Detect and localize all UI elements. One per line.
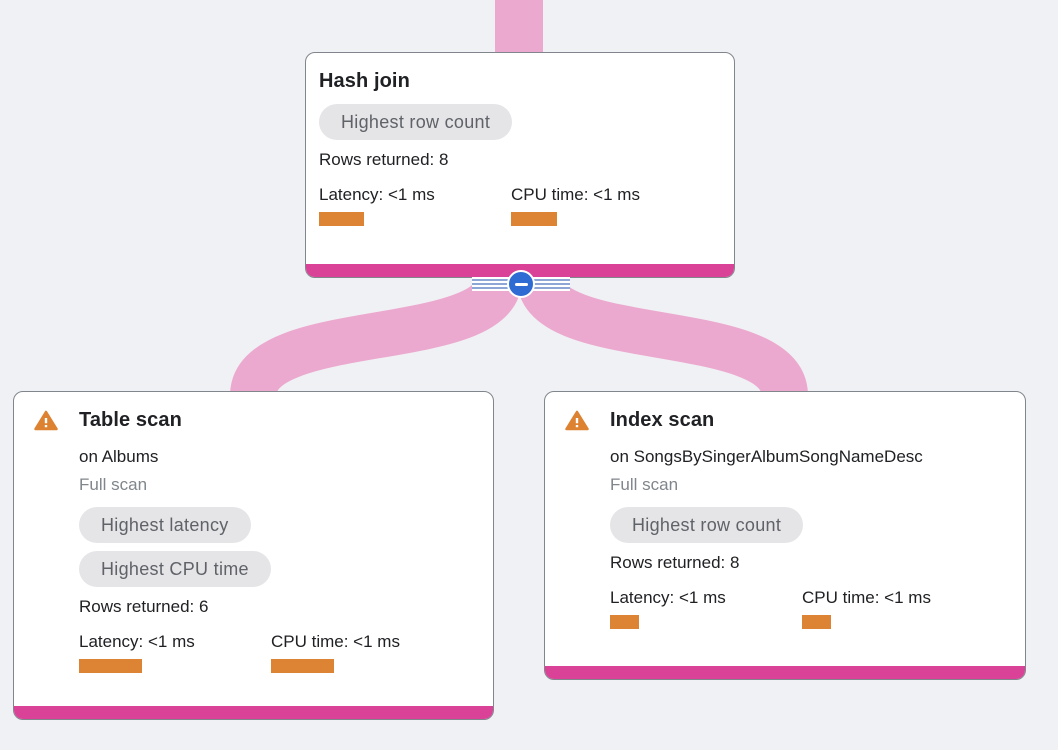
cpu-time-label: CPU time: <1 ms <box>511 185 640 204</box>
cpu-time-metric: CPU time: <1 ms <box>271 632 463 673</box>
latency-label: Latency: <1 ms <box>319 185 435 204</box>
latency-label: Latency: <1 ms <box>610 588 726 607</box>
cpu-time-bar <box>511 212 557 226</box>
latency-metric: Latency: <1 ms <box>79 632 271 673</box>
cpu-time-bar <box>802 615 831 629</box>
edge-hash-join-to-index-scan <box>517 274 808 400</box>
status-badge: Highest row count <box>319 104 513 140</box>
warning-icon <box>34 410 58 431</box>
scan-target-label: on Albums <box>79 447 159 466</box>
node-index-scan[interactable]: Index scan on SongsBySingerAlbumSongName… <box>544 391 1026 680</box>
node-title: Table scan <box>79 409 182 431</box>
node-table-scan[interactable]: Table scan on Albums Full scan Highest l… <box>13 391 494 720</box>
scan-type-label: Full scan <box>610 475 679 494</box>
rows-returned-label: Rows returned: 8 <box>610 553 740 572</box>
minus-icon <box>514 282 528 286</box>
cpu-time-metric: CPU time: <1 ms <box>802 588 994 629</box>
cpu-time-label: CPU time: <1 ms <box>802 588 931 607</box>
latency-label: Latency: <1 ms <box>79 632 195 651</box>
latency-bar <box>319 212 364 226</box>
latency-metric: Latency: <1 ms <box>319 185 511 226</box>
cpu-time-label: CPU time: <1 ms <box>271 632 400 651</box>
status-badge: Highest latency <box>79 507 251 543</box>
node-accent-bar <box>545 666 1025 679</box>
node-title: Index scan <box>610 409 715 431</box>
status-badge: Highest row count <box>610 507 804 543</box>
scan-target-label: on SongsBySingerAlbumSongNameDesc <box>610 447 923 466</box>
warning-icon <box>565 410 589 431</box>
cpu-time-metric: CPU time: <1 ms <box>511 185 703 226</box>
rows-returned-label: Rows returned: 8 <box>319 150 449 169</box>
node-hash-join[interactable]: Hash join Highest row count Rows returne… <box>305 52 735 278</box>
latency-bar <box>79 659 142 673</box>
latency-bar <box>610 615 639 629</box>
node-title: Hash join <box>319 70 410 92</box>
rows-returned-label: Rows returned: 6 <box>79 597 209 616</box>
scan-type-label: Full scan <box>79 475 148 494</box>
collapse-children-button[interactable] <box>507 270 535 298</box>
edge-hash-join-to-table-scan <box>230 274 522 400</box>
latency-metric: Latency: <1 ms <box>610 588 802 629</box>
status-badge: Highest CPU time <box>79 551 271 587</box>
node-accent-bar <box>14 706 493 719</box>
cpu-time-bar <box>271 659 334 673</box>
